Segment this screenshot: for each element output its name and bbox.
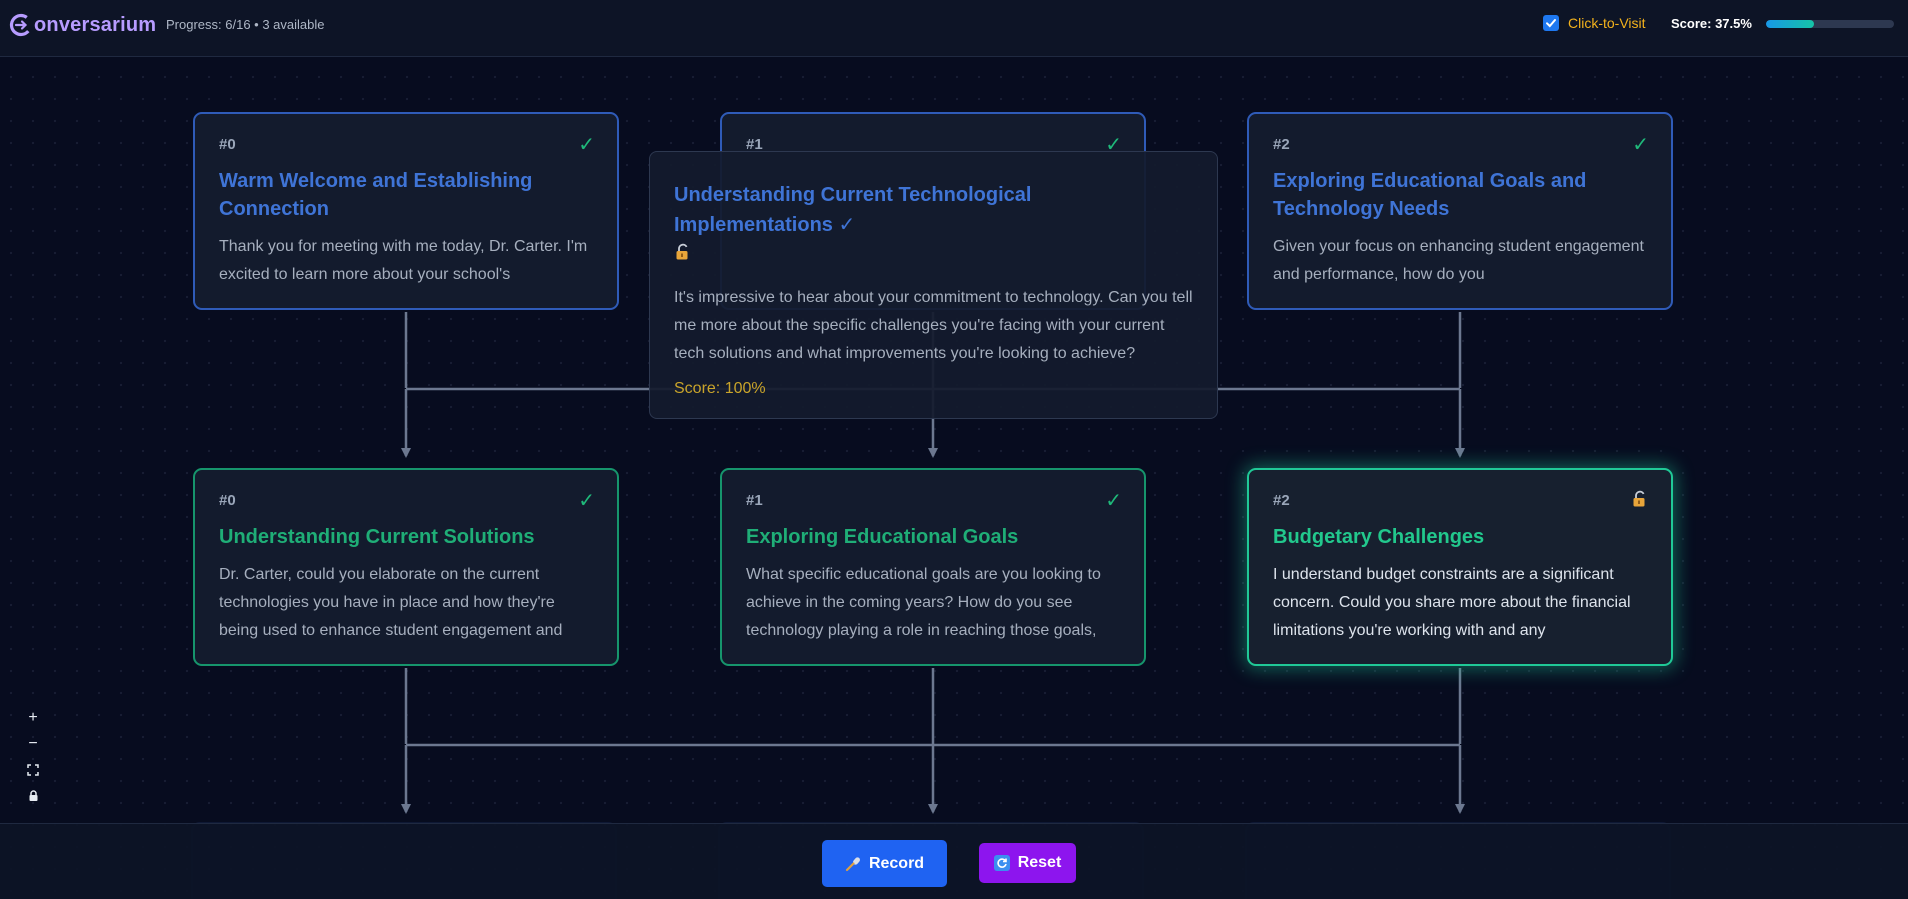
node-text: What specific educational goals are you … [746,566,1101,639]
check-icon: ✓ [1105,490,1122,512]
microphone-icon [845,856,860,871]
node-title: Warm Welcome and Establishing Connection [219,170,533,220]
tooltip-text: It's impressive to hear about your commi… [674,289,1193,362]
node-number: #1 [746,492,763,509]
score-progress-bar [1766,20,1894,28]
progress-status: Progress: 6/16 • 3 available [166,17,325,32]
reset-label: Reset [1017,854,1062,871]
score-progress-fill [1766,20,1814,28]
check-icon: ✓ [838,214,856,236]
lock-icon [29,790,37,801]
app-logo: onversarium [9,12,156,38]
node-text: Dr. Carter, could you elaborate on the c… [219,566,563,639]
node-number: #2 [1273,136,1290,153]
node-text: Thank you for meeting with me today, Dr.… [219,238,588,283]
node-title: Exploring Educational Goals [746,526,1019,548]
node-number: #2 [1273,492,1290,509]
zoom-out-button[interactable]: − [28,735,38,752]
node-card-stage1-2[interactable]: #2 ✓ Exploring Educational Goals and Tec… [1247,112,1673,310]
node-text: I understand budget constraints are a si… [1273,566,1631,639]
record-button[interactable]: Record [822,840,947,887]
click-to-visit-toggle[interactable]: Click-to-Visit [1543,15,1646,31]
node-card-stage2-0[interactable]: #0 ✓ Understanding Current Solutions Dr.… [193,468,619,666]
unlocked-padlock-icon [1631,490,1649,514]
reset-button[interactable]: Reset [979,843,1076,883]
tooltip-score: Score: 100% [674,380,766,397]
logo-icon [9,13,33,37]
node-title: Budgetary Challenges [1273,526,1485,548]
tooltip-title-text: Understanding Current Technological Impl… [674,184,1032,236]
lock-view-button[interactable] [22,785,44,807]
node-text: Given your focus on enhancing student en… [1273,238,1644,283]
click-to-visit-label[interactable]: Click-to-Visit [1568,15,1646,31]
check-icon: ✓ [1632,134,1649,156]
fit-view-button[interactable] [22,759,44,781]
record-label: Record [868,854,925,872]
node-card-stage2-2-active[interactable]: #2 Budgetary Challenges I understand bud… [1247,468,1673,666]
node-number: #0 [219,492,236,509]
node-card-stage2-1[interactable]: #1 ✓ Exploring Educational Goals What sp… [720,468,1146,666]
top-bar: onversarium Progress: 6/16 • 3 available… [0,0,1908,57]
zoom-controls: + − [22,707,44,811]
node-number: #1 [746,136,763,153]
node-tooltip: Understanding Current Technological Impl… [649,151,1218,419]
check-icon: ✓ [1105,134,1122,156]
checkmark-icon [1546,19,1556,28]
unlocked-padlock-icon [676,243,688,260]
click-to-visit-checkbox[interactable] [1543,15,1559,31]
node-title: Exploring Educational Goals and Technolo… [1273,170,1587,220]
refresh-icon [993,855,1010,871]
node-card-stage1-0[interactable]: #0 ✓ Warm Welcome and Establishing Conne… [193,112,619,310]
app-name: onversarium [34,13,157,36]
tooltip-title: Understanding Current Technological Impl… [674,180,1193,270]
score-label: Score: 37.5% [1671,16,1752,31]
node-number: #0 [219,136,236,153]
node-title: Understanding Current Solutions [219,526,535,548]
bottom-bar [0,823,1908,899]
check-icon: ✓ [578,490,595,512]
check-icon: ✓ [578,134,595,156]
fit-view-icon [27,764,39,776]
zoom-in-button[interactable]: + [28,709,38,726]
